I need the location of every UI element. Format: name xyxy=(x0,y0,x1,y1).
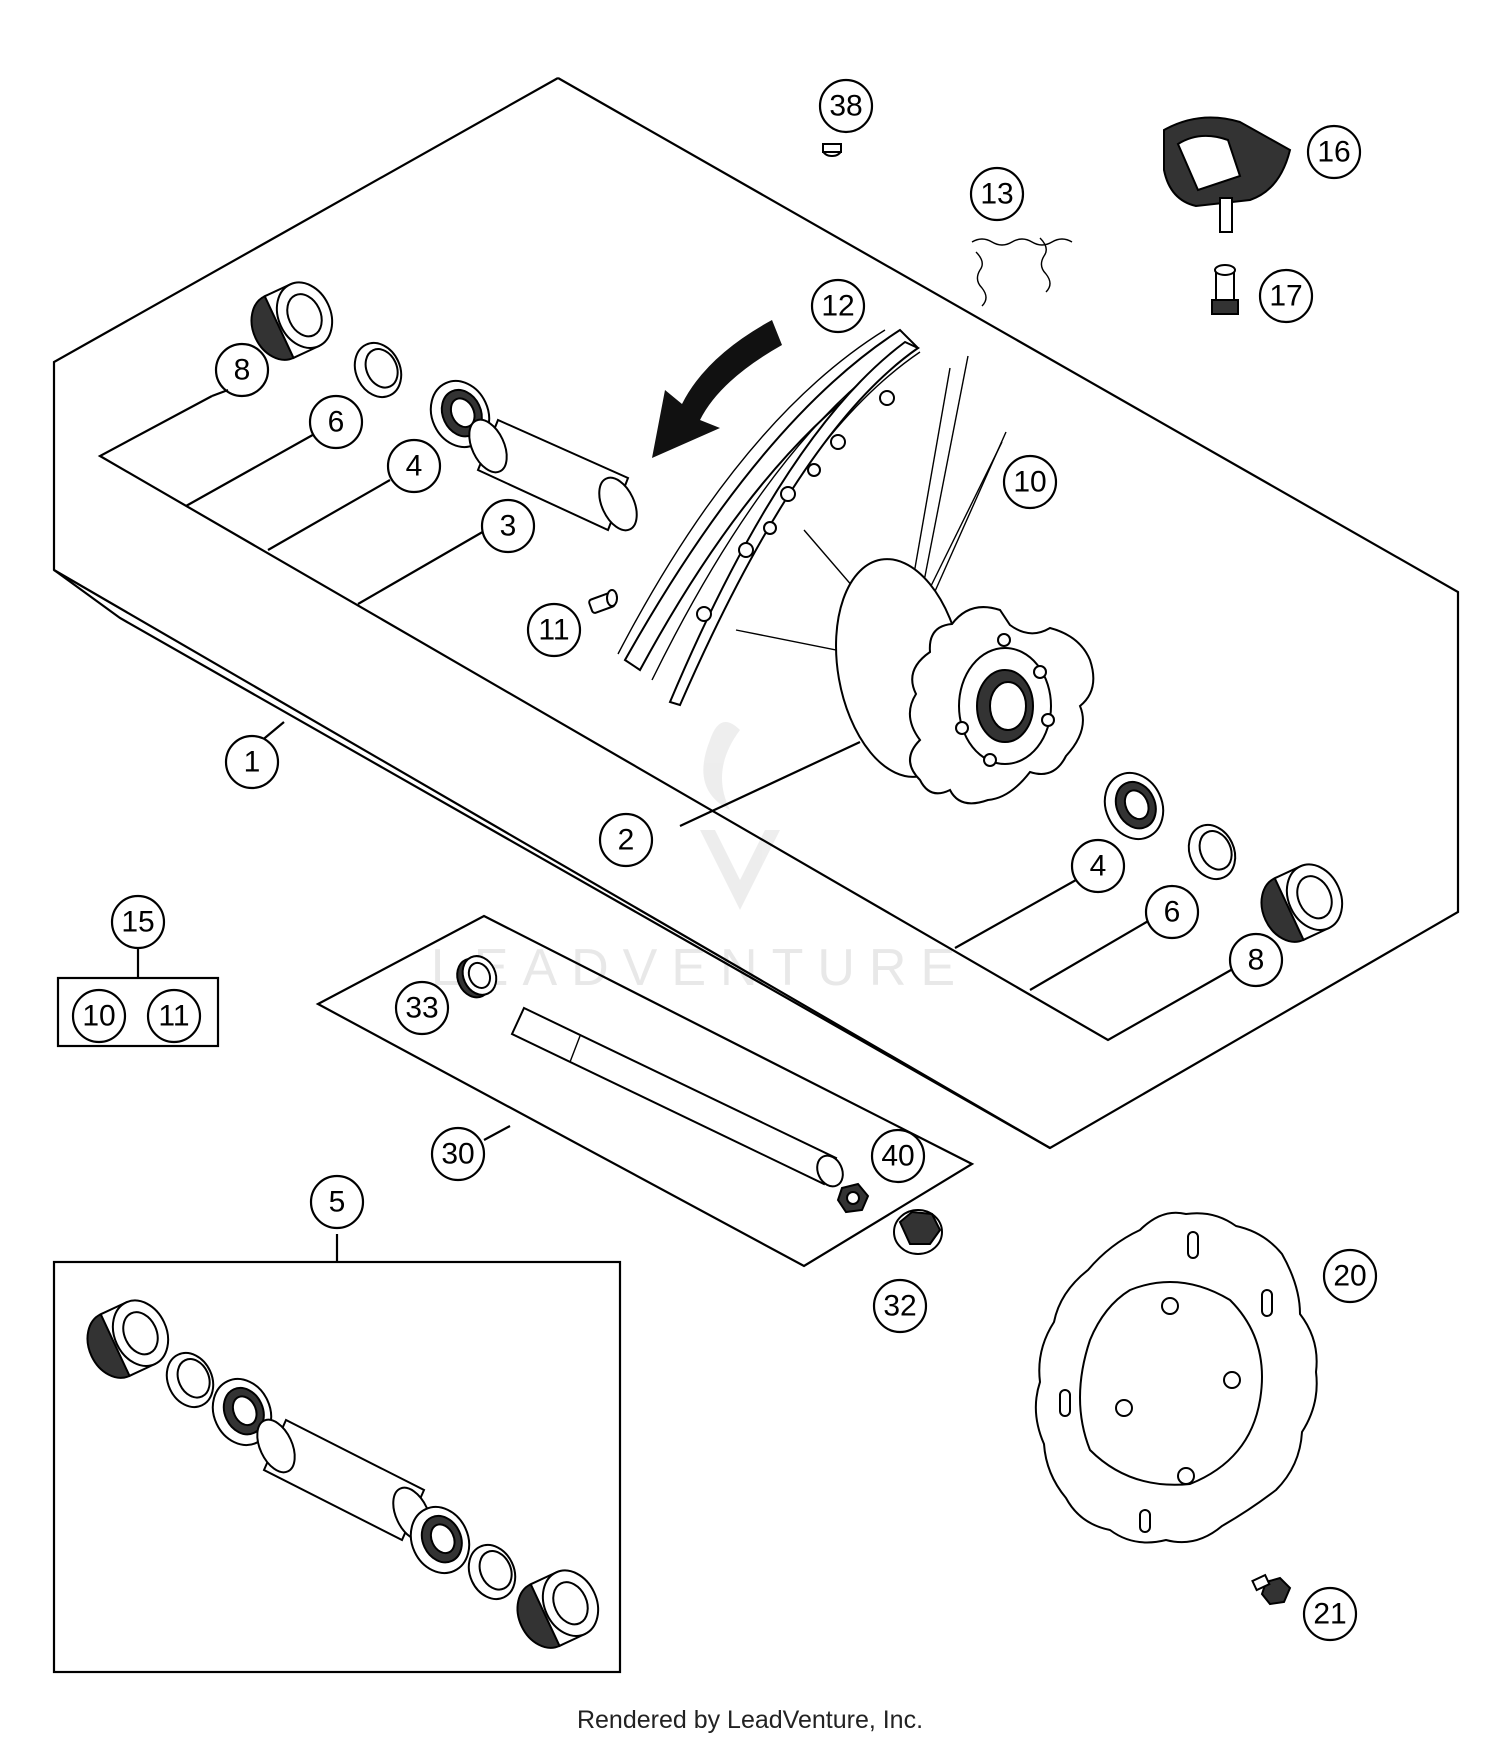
brake-disc-20 xyxy=(1034,1211,1318,1544)
seal-6-top xyxy=(353,341,403,399)
callout-40: 40 xyxy=(870,1128,926,1184)
callout-4-bottom: 4 xyxy=(1070,838,1126,894)
kit-5-spacer-left xyxy=(86,1299,170,1379)
callout-6-top: 6 xyxy=(308,394,364,450)
bearing-4-bottom xyxy=(1103,771,1165,841)
spacer-8-bottom xyxy=(1260,863,1344,943)
svg-text:4: 4 xyxy=(1090,850,1107,883)
callout-10-kit: 10 xyxy=(71,988,127,1044)
svg-text:21: 21 xyxy=(1313,1598,1346,1631)
svg-text:5: 5 xyxy=(329,1186,346,1219)
kit-5-seal-left xyxy=(165,1351,215,1409)
hub-2 xyxy=(835,558,1095,805)
svg-text:11: 11 xyxy=(538,614,569,647)
kit-5-bearing-right xyxy=(409,1505,471,1575)
leader-frame xyxy=(97,395,1239,1042)
callout-4-top: 4 xyxy=(386,438,442,494)
axle-kit-outline xyxy=(315,914,975,1268)
seal-6-bottom xyxy=(1187,823,1237,881)
svg-text:13: 13 xyxy=(980,178,1013,211)
rim-band-13 xyxy=(971,237,1073,307)
callout-8-top: 8 xyxy=(214,342,270,398)
svg-text:16: 16 xyxy=(1317,136,1350,169)
callout-2: 2 xyxy=(598,812,654,868)
callout-8-bottom: 8 xyxy=(1228,932,1284,988)
collar-33 xyxy=(456,955,498,999)
svg-text:6: 6 xyxy=(1164,896,1181,929)
bolt-21 xyxy=(1251,1573,1292,1606)
callout-17: 17 xyxy=(1258,268,1314,324)
callout-10-spokes: 10 xyxy=(1002,454,1058,510)
svg-text:30: 30 xyxy=(441,1138,474,1171)
callout-16: 16 xyxy=(1306,124,1362,180)
callout-6-bottom: 6 xyxy=(1144,884,1200,940)
callout-33: 33 xyxy=(394,980,450,1036)
callout-11-nipple: 11 xyxy=(526,602,582,658)
svg-text:10: 10 xyxy=(1013,466,1046,499)
svg-text:33: 33 xyxy=(405,992,438,1025)
axle-nut-32 xyxy=(893,1209,943,1255)
callout-15: 15 xyxy=(110,894,166,950)
svg-text:15: 15 xyxy=(121,906,154,939)
valve-tool-16 xyxy=(1163,116,1292,233)
callout-13: 13 xyxy=(969,166,1025,222)
callout-5: 5 xyxy=(309,1174,365,1230)
nipple-11 xyxy=(588,589,618,614)
rendered-by-footer: Rendered by LeadVenture, Inc. xyxy=(576,1706,924,1734)
plug-38 xyxy=(822,143,842,157)
kit-5-spacer-tube xyxy=(256,1418,432,1542)
callout-32: 32 xyxy=(872,1278,928,1334)
svg-text:11: 11 xyxy=(158,1000,189,1033)
svg-text:1: 1 xyxy=(244,746,261,779)
svg-text:8: 8 xyxy=(1248,944,1265,977)
wheel-rim xyxy=(617,328,921,707)
callout-30: 30 xyxy=(430,1126,486,1182)
svg-text:8: 8 xyxy=(234,354,251,387)
kit-5-bearing-left xyxy=(211,1377,273,1447)
svg-text:20: 20 xyxy=(1333,1260,1366,1293)
svg-text:32: 32 xyxy=(883,1290,916,1323)
callout-38: 38 xyxy=(818,78,874,134)
svg-text:2: 2 xyxy=(618,824,635,857)
spacer-tube-3 xyxy=(468,418,638,532)
callout-12: 12 xyxy=(810,278,866,334)
svg-text:12: 12 xyxy=(821,290,854,323)
svg-text:40: 40 xyxy=(881,1140,914,1173)
svg-text:3: 3 xyxy=(500,510,517,543)
svg-text:17: 17 xyxy=(1269,280,1302,313)
valve-nut-17 xyxy=(1211,264,1239,315)
main-assembly-outline xyxy=(52,77,1460,1150)
axle-30 xyxy=(510,1006,844,1188)
watermark-text: LEADVENTURE xyxy=(431,939,969,997)
callout-11-kit: 11 xyxy=(146,988,202,1044)
main-assembly-outline-lower xyxy=(53,569,1051,1149)
svg-text:10: 10 xyxy=(82,1000,115,1033)
kit-5-spacer-right xyxy=(516,1569,600,1649)
svg-text:38: 38 xyxy=(829,90,862,123)
callout-21: 21 xyxy=(1302,1586,1358,1642)
nut-40 xyxy=(836,1182,870,1214)
svg-text:6: 6 xyxy=(328,406,345,439)
callout-20: 20 xyxy=(1322,1248,1378,1304)
svg-text:4: 4 xyxy=(406,450,423,483)
callout-3: 3 xyxy=(480,498,536,554)
callout-1: 1 xyxy=(224,734,280,790)
watermark: LEADVENTURE xyxy=(431,722,969,997)
kit-5-seal-right xyxy=(467,1543,517,1601)
rotation-arrow-12 xyxy=(652,320,782,458)
spacer-8-top xyxy=(250,281,334,361)
